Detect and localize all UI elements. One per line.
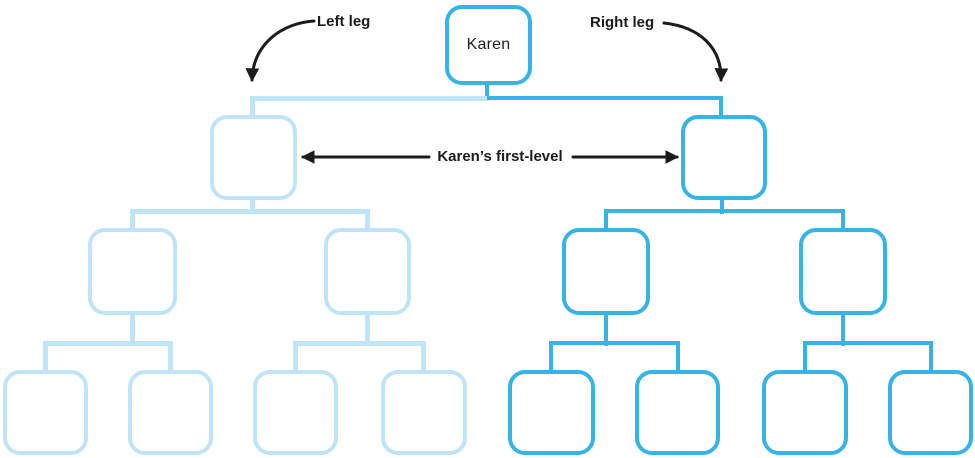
- node-karen-label: Karen: [466, 36, 511, 53]
- node-right-l3-1: [508, 370, 595, 455]
- connector-segment: [130, 314, 135, 346]
- connector-segment: [250, 199, 255, 214]
- connector-segment: [365, 209, 370, 228]
- connector-segment: [604, 314, 608, 346]
- connector-segment: [130, 209, 135, 228]
- node-left-l2-1: [88, 228, 177, 315]
- node-left-l3-1: [3, 370, 88, 455]
- connector-segment: [250, 96, 255, 115]
- connector-segment: [485, 84, 489, 98]
- node-left-l2-2: [324, 228, 411, 315]
- connector-segment: [841, 209, 845, 228]
- node-right-l2-1: [562, 228, 650, 315]
- node-right-l3-4: [888, 370, 973, 455]
- connector-segment: [720, 199, 724, 214]
- connector-segment: [365, 314, 370, 346]
- connector-segment: [549, 341, 680, 345]
- node-left-l1: [210, 115, 297, 200]
- node-karen-root: Karen: [445, 5, 532, 85]
- connector-segment: [719, 96, 723, 115]
- connector-segment: [676, 341, 680, 370]
- connector-segment: [293, 341, 298, 370]
- node-right-l2-2: [799, 228, 887, 315]
- connector-segment: [841, 314, 845, 346]
- connector-segment: [130, 209, 370, 214]
- node-left-l3-3: [253, 370, 338, 455]
- connector-segment: [250, 96, 489, 101]
- connector-segment: [803, 341, 807, 370]
- connector-segment: [803, 341, 933, 345]
- connector-segment: [293, 341, 426, 346]
- connector-segment: [604, 209, 608, 228]
- left-leg-arrow: [245, 19, 316, 83]
- node-right-l1: [681, 115, 767, 200]
- connector-segment: [929, 341, 933, 370]
- node-right-l3-3: [762, 370, 848, 455]
- connector-segment: [43, 341, 173, 346]
- first-level-label: Karen’s first-level: [437, 148, 563, 165]
- node-right-l3-2: [635, 370, 720, 455]
- connector-segment: [421, 341, 426, 370]
- node-left-l3-2: [128, 370, 213, 455]
- connector-segment: [487, 96, 723, 100]
- right-leg-label: Right leg: [590, 14, 655, 31]
- node-left-l3-4: [381, 370, 467, 455]
- connector-segment: [168, 341, 173, 370]
- left-leg-label: Left leg: [317, 13, 371, 30]
- connector-segment: [43, 341, 48, 370]
- connector-segment: [604, 209, 845, 213]
- connector-segment: [549, 341, 553, 370]
- right-leg-arrow: [662, 21, 729, 83]
